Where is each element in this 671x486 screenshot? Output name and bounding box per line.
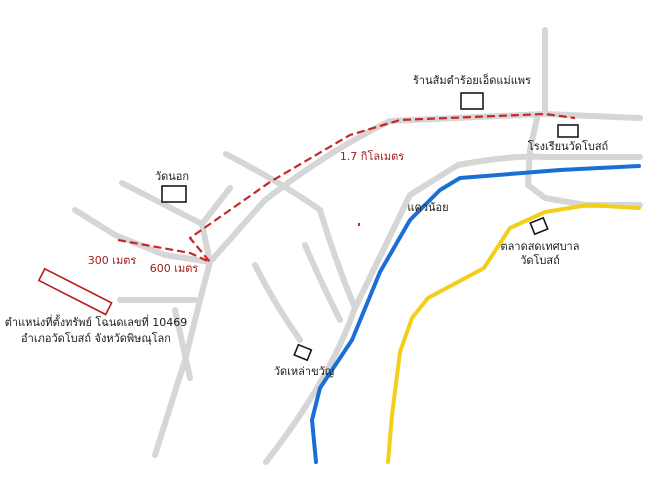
road-wat-nok-junction xyxy=(199,185,233,227)
road-west-branch xyxy=(72,207,213,265)
roads xyxy=(72,27,643,465)
label-school: โรงเรียนวัดโบสถ์ xyxy=(528,139,608,153)
river-khwae-noi xyxy=(310,164,641,464)
road-inner-loop xyxy=(317,207,358,311)
center-dot xyxy=(358,223,360,226)
river-yellow xyxy=(386,203,641,464)
road-main-east xyxy=(207,111,643,265)
road-south-stub xyxy=(172,307,193,381)
distance-600m: 600 เมตร xyxy=(150,262,199,275)
road-trunk-southwest xyxy=(152,259,213,458)
wat-lao-marker xyxy=(293,343,313,362)
school-marker xyxy=(557,124,579,138)
label-shop: ร้านส้มตำร้อยเอ็ดแม่แพร xyxy=(413,73,531,87)
label-market-line1: ตลาดสดเทศบาล xyxy=(501,240,580,253)
market-marker xyxy=(529,216,549,236)
distance-1-7km: 1.7 กิโลเมตร xyxy=(340,149,404,163)
road-diagonal-south xyxy=(263,305,358,465)
road-wat-nok-west xyxy=(119,180,213,265)
route-to-shop xyxy=(117,112,576,264)
label-property-line1: ตำแหน่งที่ตั้งทรัพย์ โฉนดเลขที่ 10469 xyxy=(5,314,188,329)
road-inner-loop-b xyxy=(302,242,343,323)
label-wat-nok: วัดนอก xyxy=(155,170,189,183)
label-wat-lao: วัดเหล่าขวัญ xyxy=(274,365,334,378)
road-riverside-east xyxy=(525,182,643,208)
property-parcel xyxy=(37,267,113,316)
label-property-line2: อำเภอวัดโบสถ์ จังหวัดพิษณุโลก xyxy=(21,331,171,345)
road-wat-lao-approach xyxy=(252,262,303,343)
distance-300m: 300 เมตร xyxy=(88,254,137,267)
label-market-line2: วัดโบสถ์ xyxy=(520,253,560,267)
shop-marker xyxy=(460,92,484,110)
road-north-river xyxy=(352,153,643,311)
label-khae-noi: แควน้อย xyxy=(407,201,448,214)
wat-nok-marker xyxy=(161,185,187,203)
road-north-west-loop xyxy=(223,151,323,213)
